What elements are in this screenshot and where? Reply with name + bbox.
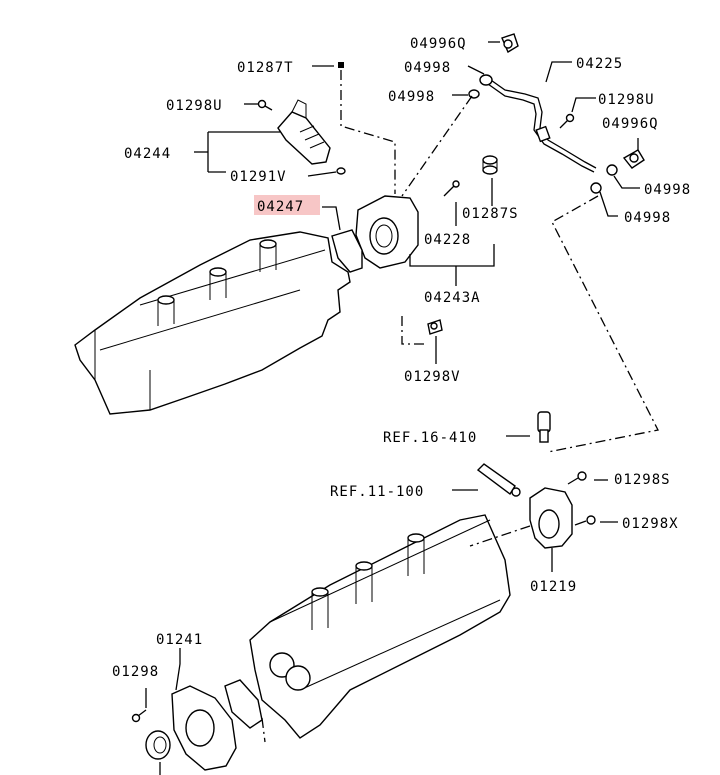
label-01298x[interactable]: 01298X (622, 516, 679, 532)
label-04244[interactable]: 04244 (124, 146, 171, 162)
label-04998-c[interactable]: 04998 (644, 182, 691, 198)
oil-seal (145, 730, 171, 760)
label-04996q-right[interactable]: 04996Q (602, 116, 659, 132)
plug-01287t (338, 62, 344, 68)
label-04247[interactable]: 04247 (257, 199, 304, 215)
upper-cylinder-head (74, 231, 351, 415)
oil-control-valve-04244 (277, 99, 331, 165)
label-04998-a[interactable]: 04998 (404, 60, 451, 76)
oil-pipe-04225 (487, 77, 597, 173)
housing-01241 (171, 685, 237, 771)
gasket-04247 (331, 229, 363, 273)
label-ref-11-100[interactable]: REF.11-100 (330, 484, 424, 500)
label-01298v[interactable]: 01298V (404, 369, 461, 385)
o-ring-01291v (336, 167, 346, 175)
dashed-lines (261, 70, 659, 743)
banjo-bolt-04996q-right (622, 149, 645, 169)
label-04225[interactable]: 04225 (576, 56, 623, 72)
label-01287t[interactable]: 01287T (237, 60, 294, 76)
leader-lines (145, 41, 640, 775)
bolt-01298s (567, 471, 587, 485)
bushing-01287s (482, 155, 498, 175)
label-ref-16-410[interactable]: REF.16-410 (383, 430, 477, 446)
label-01298u-left[interactable]: 01298U (166, 98, 223, 114)
label-04243a[interactable]: 04243A (424, 290, 481, 306)
washer-04998-a (479, 74, 493, 86)
label-04998-b[interactable]: 04998 (388, 89, 435, 105)
washer-04998-c (606, 164, 618, 176)
label-01298s[interactable]: 01298S (614, 472, 671, 488)
washer-04998-d (590, 182, 602, 194)
label-04228[interactable]: 04228 (424, 232, 471, 248)
bolt-01298u-left (257, 99, 273, 111)
oil-control-actuator-upper (355, 195, 419, 269)
label-01241[interactable]: 01241 (156, 632, 203, 648)
banjo-bolt-04996q-top (501, 33, 519, 54)
highlight-04247 (254, 195, 320, 215)
cam-sensor-ref-16-410 (537, 411, 551, 443)
label-01219[interactable]: 01219 (530, 579, 577, 595)
bolt-01298-lower (131, 709, 147, 723)
label-04998-d[interactable]: 04998 (624, 210, 671, 226)
stud-04228 (443, 180, 460, 197)
sealant-tube-ref-11-100 (476, 463, 521, 497)
sensor-rotor-housing-01219 (529, 487, 573, 549)
label-01298[interactable]: 01298 (112, 664, 159, 680)
bolt-01298x (574, 515, 596, 526)
label-04996q-top[interactable]: 04996Q (410, 36, 467, 52)
washer-04998-b (468, 89, 480, 99)
label-01291v[interactable]: 01291V (230, 169, 287, 185)
lower-cylinder-head (249, 514, 511, 739)
bolt-01298v (427, 319, 443, 335)
bolt-01298u-right (559, 113, 575, 129)
label-01287s[interactable]: 01287S (462, 206, 519, 222)
label-01298u-right[interactable]: 01298U (598, 92, 655, 108)
